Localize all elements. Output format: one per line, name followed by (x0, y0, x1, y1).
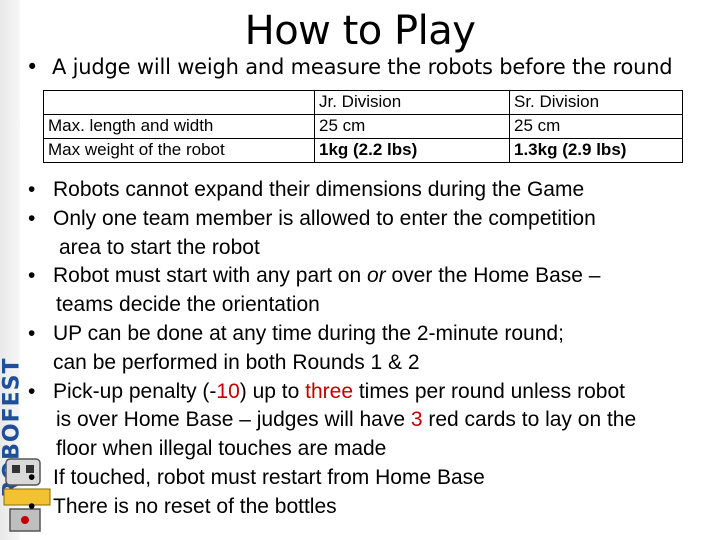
rule-text: red cards to lay on the (422, 408, 637, 432)
rule-text-continued: area to start the robot (59, 235, 260, 259)
slide-title: How to Play (244, 8, 476, 54)
list-item: Robots cannot expand their dimensions du… (28, 176, 718, 205)
rule-text: over the Home Base – (385, 264, 601, 288)
rule-text: Robot must start with any part on (53, 264, 367, 288)
table-cell: Jr. Division (314, 90, 510, 115)
table-cell: 25 cm (314, 114, 510, 139)
table-row: Jr. Division Sr. Division (43, 90, 683, 115)
table-cell (43, 90, 315, 115)
rule-text: times per round unless robot (353, 379, 625, 403)
table-cell: Sr. Division (509, 90, 683, 115)
rule-text: If touched, robot must restart from Home… (53, 465, 485, 489)
rule-text-continued: is over Home Base – judges will have 3 r… (53, 406, 718, 435)
rule-text: Robots cannot expand their dimensions du… (53, 178, 585, 201)
specifications-table: Jr. Division Sr. Division Max. length an… (43, 90, 683, 163)
rule-text: Pick-up penalty (- (53, 379, 217, 403)
table-cell: Max. length and width (43, 114, 315, 139)
table-cell: 1.3kg (2.9 lbs) (509, 138, 683, 163)
table-cell: 1kg (2.2 lbs) (314, 138, 510, 163)
bullet-dot: • (26, 55, 39, 79)
list-item: Robot must start with any part on or ove… (28, 262, 718, 320)
table-row: Max. length and width 25 cm 25 cm (43, 114, 683, 139)
pickup-limit: three (305, 379, 354, 403)
list-item: There is no reset of the bottles (28, 493, 718, 522)
rule-text: is over Home Base – judges will have (56, 408, 411, 432)
list-item: If touched, robot must restart from Home… (28, 464, 718, 493)
intro-bullet-text: A judge will weigh and measure the robot… (52, 55, 673, 79)
rule-text: ) up to (239, 379, 306, 403)
rule-text-continued: teams decide the orientation (56, 293, 320, 317)
intro-bullet: • A judge will weigh and measure the robo… (26, 55, 673, 79)
rule-text: There is no reset of the bottles (53, 494, 337, 518)
list-item: UP can be done at any time during the 2-… (28, 320, 718, 378)
rule-emphasis: or (366, 264, 386, 288)
rules-list: Robots cannot expand their dimensions du… (28, 176, 718, 522)
table-cell: 25 cm (509, 114, 683, 139)
left-decoration-strip (0, 0, 20, 540)
rule-text-continued: can be performed in both Rounds 1 & 2 (53, 350, 420, 374)
table-row: Max weight of the robot 1kg (2.2 lbs) 1.… (43, 138, 683, 163)
list-item: Only one team member is allowed to enter… (28, 205, 718, 263)
table-cell: Max weight of the robot (43, 138, 315, 163)
red-card-count: 3 (410, 408, 423, 432)
rule-text: UP can be done at any time during the 2-… (53, 321, 564, 345)
list-item: Pick-up penalty (-10) up to three times … (28, 378, 718, 464)
rule-text: Only one team member is allowed to enter… (53, 206, 596, 230)
penalty-value: 10 (216, 379, 240, 403)
rule-text-continued: floor when illegal touches are made (56, 437, 387, 461)
